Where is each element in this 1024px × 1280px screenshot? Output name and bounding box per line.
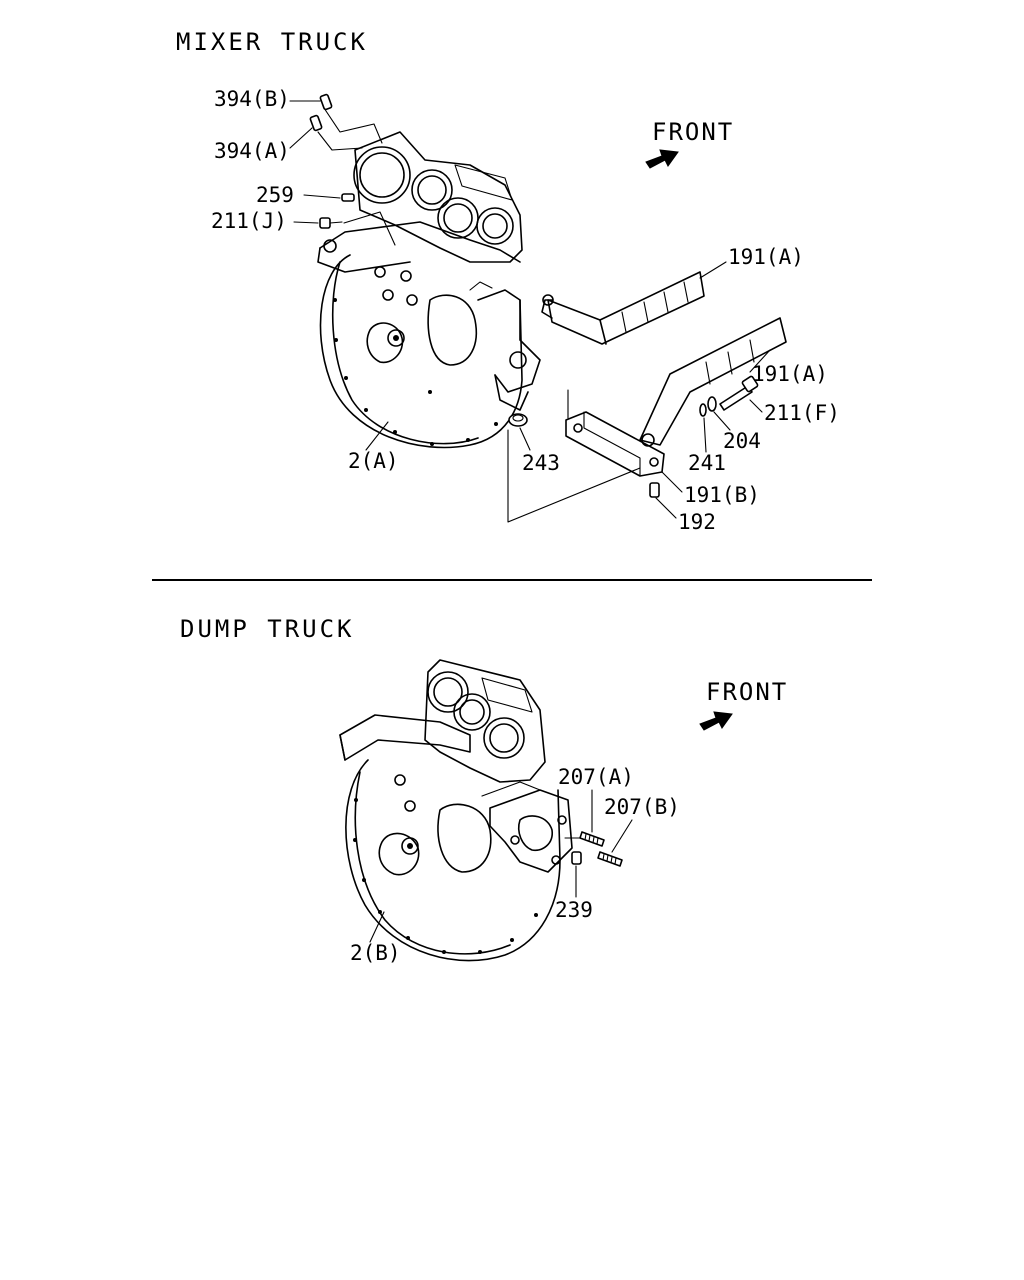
- callout-211j: 211(J): [211, 209, 287, 233]
- callout-259: 259: [256, 183, 294, 207]
- callout-204: 204: [723, 429, 761, 453]
- bolt-192: [649, 482, 660, 498]
- flywheel-housing-2a: [317, 131, 541, 449]
- callout-211f: 211(F): [764, 401, 840, 425]
- mixer-front-arrow-icon: [645, 149, 679, 169]
- callout-241: 241: [688, 451, 726, 475]
- flywheel-housing-2b: [339, 659, 573, 962]
- stud-207b: [597, 851, 623, 867]
- mount-bracket-191a-upper: [541, 271, 705, 345]
- pin-239: [571, 851, 582, 865]
- bolt-211f: [719, 375, 759, 411]
- mixer-truck-title: MIXER TRUCK: [176, 28, 368, 56]
- dump-front-arrow-icon: [699, 711, 733, 731]
- callout-2a: 2(A): [348, 449, 399, 473]
- washer-204: [707, 396, 717, 412]
- callout-191a-side: 191(A): [752, 362, 828, 386]
- mixer-front-label: FRONT: [652, 118, 734, 146]
- callout-207b: 207(B): [604, 795, 680, 819]
- dump-front-label: FRONT: [706, 678, 788, 706]
- bolt-211j: [319, 217, 343, 229]
- washer-241: [699, 403, 707, 417]
- stud-394b: [319, 93, 333, 111]
- mixer-truck-section: MIXER TRUCK FRONT: [176, 28, 840, 534]
- callout-243: 243: [522, 451, 560, 475]
- mount-bracket-191a-lower: [639, 317, 787, 447]
- callout-207a: 207(A): [558, 765, 634, 789]
- stud-394a: [309, 114, 323, 132]
- dowel-259: [341, 193, 355, 202]
- callout-394b: 394(B): [214, 87, 290, 111]
- stud-207a: [579, 831, 605, 847]
- cross-bracket-191b: [565, 389, 665, 477]
- callout-192: 192: [678, 510, 716, 534]
- callout-2b: 2(B): [350, 941, 401, 965]
- callout-394a: 394(A): [214, 139, 290, 163]
- callout-239: 239: [555, 898, 593, 922]
- dump-truck-title: DUMP TRUCK: [180, 615, 355, 643]
- dump-truck-section: DUMP TRUCK FRONT: [180, 615, 788, 965]
- callout-191a-top: 191(A): [728, 245, 804, 269]
- callout-191b: 191(B): [684, 483, 760, 507]
- spacer-243: [508, 413, 528, 427]
